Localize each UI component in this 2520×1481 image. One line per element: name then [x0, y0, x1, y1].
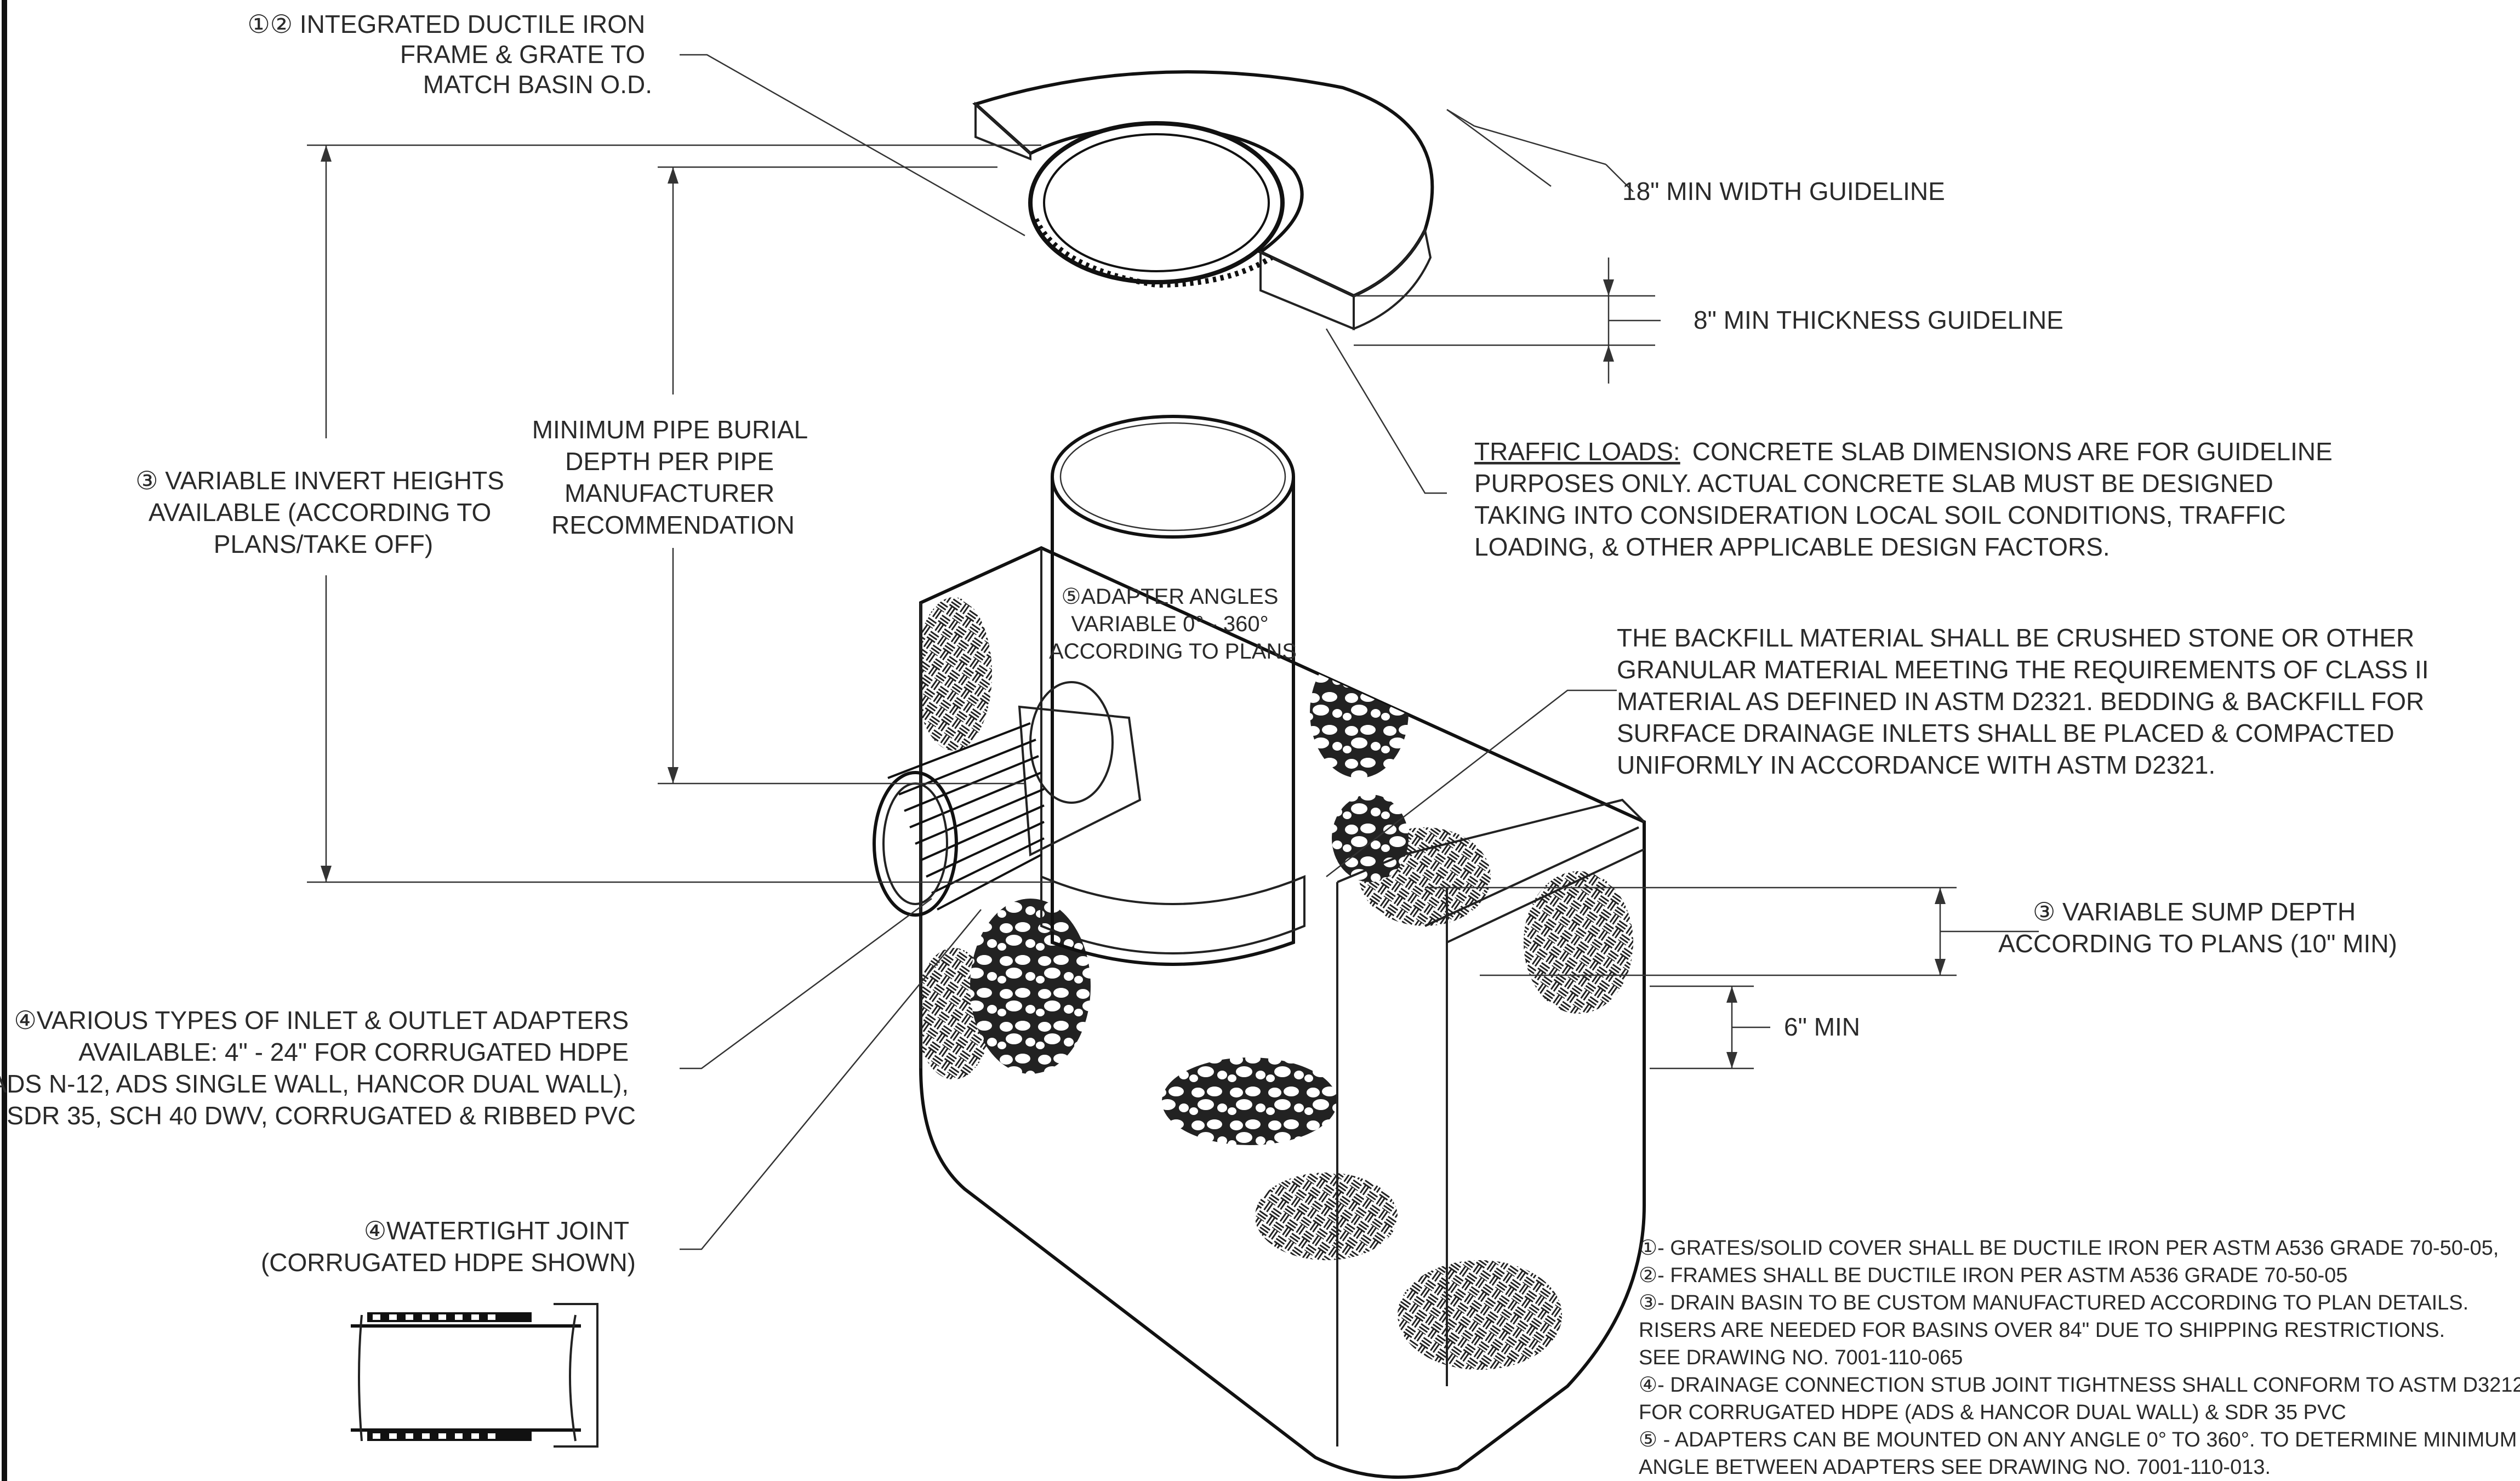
svg-text:TAKING INTO CONSIDERATION LOCA: TAKING INTO CONSIDERATION LOCAL SOIL CON… — [1474, 501, 2286, 529]
traffic-loads-note: TRAFFIC LOADS:CONCRETE SLAB DIMENSIONS A… — [1474, 437, 2333, 561]
svg-text:THE BACKFILL MATERIAL SHALL BE: THE BACKFILL MATERIAL SHALL BE CRUSHED S… — [1617, 624, 2414, 652]
leader-lines — [680, 54, 1617, 1250]
burial-depth-label: MINIMUM PIPE BURIAL DEPTH PER PIPE MANUF… — [532, 415, 814, 539]
backfill-note: THE BACKFILL MATERIAL SHALL BE CRUSHED S… — [1617, 624, 2429, 779]
min-thickness-label: 8" MIN THICKNESS GUIDELINE — [1694, 306, 2063, 334]
svg-text:LOADING, & OTHER APPLICABLE DE: LOADING, & OTHER APPLICABLE DESIGN FACTO… — [1474, 533, 2110, 561]
note-line: ②- FRAMES SHALL BE DUCTILE IRON PER ASTM… — [1639, 1264, 2347, 1287]
svg-text:UNIFORMLY IN ACCORDANCE WITH A: UNIFORMLY IN ACCORDANCE WITH ASTM D2321. — [1617, 751, 2215, 779]
note-line: ANGLE BETWEEN ADAPTERS SEE DRAWING NO. 7… — [1639, 1456, 2271, 1479]
riser-pipe — [1040, 415, 1305, 966]
note-line: ④- DRAINAGE CONNECTION STUB JOINT TIGHTN… — [1639, 1374, 2520, 1397]
drain-basin-body — [919, 546, 1646, 1479]
note-line: RISERS ARE NEEDED FOR BASINS OVER 84" DU… — [1639, 1319, 2445, 1342]
watertight-joint-label: ④WATERTIGHT JOINT (CORRUGATED HDPE SHOWN… — [261, 1216, 636, 1277]
svg-text:GRANULAR MATERIAL MEETING THE: GRANULAR MATERIAL MEETING THE REQUIREMEN… — [1617, 655, 2429, 684]
min-width-label: 18" MIN WIDTH GUIDELINE — [1622, 177, 1945, 205]
traffic-loads-heading: TRAFFIC LOADS: — [1474, 437, 1680, 466]
frame-grate-label: ①② INTEGRATED DUCTILE IRON FRAME & GRATE… — [248, 10, 652, 99]
adapters-label: ④VARIOUS TYPES OF INLET & OUTLET ADAPTER… — [0, 1006, 636, 1130]
svg-text:MATERIAL AS DEFINED IN ASTM D2: MATERIAL AS DEFINED IN ASTM D2321. BEDDI… — [1617, 687, 2424, 716]
svg-text:PURPOSES ONLY. ACTUAL CONCRET: PURPOSES ONLY. ACTUAL CONCRETE SLAB MUST… — [1474, 469, 2273, 498]
general-notes: ①- GRATES/SOLID COVER SHALL BE DUCTILE I… — [1639, 1237, 2520, 1479]
dimension-lines — [307, 108, 2039, 1070]
note-line: ③- DRAIN BASIN TO BE CUSTOM MANUFACTURED… — [1639, 1291, 2468, 1314]
adapter-angles-label: ⑤ADAPTER ANGLES VARIABLE 0° - 360° ACCOR… — [1049, 585, 1297, 664]
invert-heights-label: ③ VARIABLE INVERT HEIGHTS AVAILABLE (ACC… — [135, 466, 511, 558]
frame-and-grate — [1028, 121, 1285, 288]
inlet-adapter — [873, 681, 1142, 917]
note-line: FOR CORRUGATED HDPE (ADS & HANCOR DUAL W… — [1639, 1401, 2346, 1424]
sump-depth-label: ③ VARIABLE SUMP DEPTH ACCORDING TO PLANS… — [1998, 897, 2397, 958]
watertight-joint-detail — [351, 1303, 598, 1448]
svg-text:SURFACE DRAINAGE INLETS SHALL: SURFACE DRAINAGE INLETS SHALL BE PLACED … — [1617, 719, 2394, 747]
six-min-label: 6" MIN — [1784, 1013, 1860, 1041]
note-line: ⑤ - ADAPTERS CAN BE MOUNTED ON ANY ANGLE… — [1639, 1428, 2517, 1451]
svg-text:TRAFFIC LOADS:CONCRETE SLAB DI: TRAFFIC LOADS:CONCRETE SLAB DIMENSIONS A… — [1474, 437, 2333, 466]
note-line: ①- GRATES/SOLID COVER SHALL BE DUCTILE I… — [1639, 1237, 2499, 1260]
note-line: SEE DRAWING NO. 7001-110-065 — [1639, 1346, 1963, 1369]
